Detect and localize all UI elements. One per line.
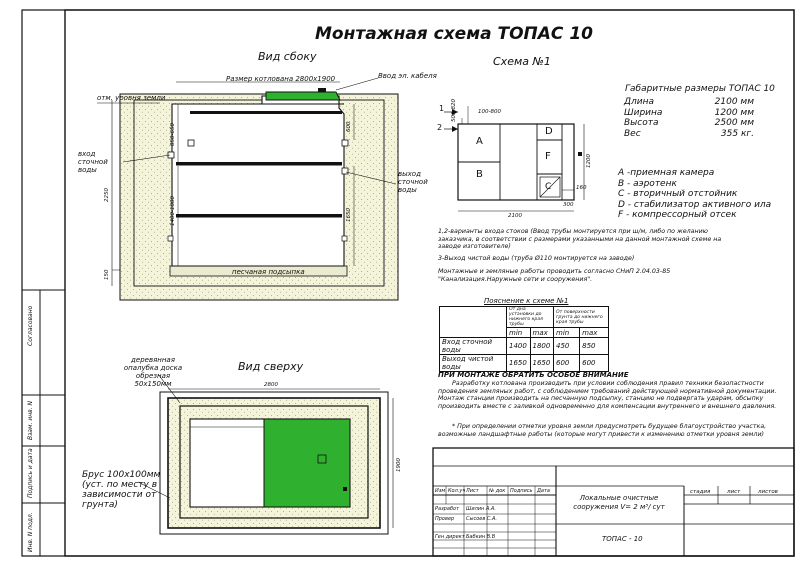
stamp-stage: стадия: [690, 489, 711, 495]
dim-600: 600: [346, 121, 352, 133]
compartment-f: F: [545, 151, 551, 162]
side-stamp-sign: Подпись и дата: [27, 448, 34, 498]
compartment-d: D: [545, 126, 553, 137]
dim-1200: 1200: [586, 154, 592, 168]
outlet-label: выход сточной воды: [398, 170, 428, 194]
warning-note: * При определении отметки уровня земли п…: [438, 423, 767, 438]
scheme-1-drawing: [444, 106, 585, 212]
cable-entry-label: Ввод эл. кабеля: [378, 72, 437, 80]
specs-heading: Габаритные размеры ТОПАС 10: [625, 84, 775, 94]
marker-2: 2: [437, 123, 443, 132]
pit-size-label: Размер котлована 2800х1900: [226, 75, 336, 83]
col-a-header: От дна установки до нижнего края трубы: [506, 306, 554, 328]
stamp-product: Локальные очистные сооружения V= 2 м³/ с…: [573, 494, 665, 511]
dim-850: 850-650: [170, 123, 176, 146]
top-view-label: Вид сверху: [238, 360, 304, 373]
compartment-a: A: [476, 136, 483, 147]
stamp-chk-name: Сысоев С.А.: [466, 516, 497, 522]
note-1: 1,2-варианты входа стоков (Ввод трубы мо…: [438, 228, 722, 251]
dim-300: 300: [563, 202, 574, 208]
stamp-dir-name: Бабкин В.В: [466, 534, 496, 540]
sand-label: песчаная подсыпка: [232, 268, 305, 276]
dim-150: 150: [104, 269, 110, 281]
title-block: [432, 447, 795, 557]
side-view-drawing: [97, 77, 399, 301]
stamp-name: ТОПАС - 10: [602, 535, 643, 543]
marker-1: 1: [439, 104, 445, 113]
side-stamp-agreed: Согласовано: [27, 305, 34, 346]
stamp-dev-name: Шилин А.А.: [466, 506, 496, 512]
dim-1650: 1650: [346, 208, 352, 222]
legend-item: А -приемная камера: [618, 168, 715, 178]
warning-paragraph: Разработку котлована производить при усл…: [438, 380, 777, 410]
side-stamp-orig: Инв. N подл.: [27, 512, 34, 552]
stamp-developed: Разработ: [435, 506, 460, 512]
formwork-label: деревянная опалубка доска обрезная 50х15…: [123, 356, 183, 388]
col-b-header: От поверхности грунта до нижнего края тр…: [553, 306, 609, 328]
legend-item: F - компрессорный отсек: [618, 210, 737, 220]
legend-item: В - аэротенк: [618, 178, 677, 189]
beam-label: Брус 100х100мм (уст. по месту в зависимо…: [82, 470, 161, 510]
ground-level-label: отм. уровня земли: [97, 94, 166, 102]
dim-2250: 2250: [104, 188, 110, 202]
dim-500: 500-820: [451, 99, 457, 122]
dim-160: 160: [576, 185, 587, 191]
dim-100: 100-800: [478, 109, 501, 115]
compartment-c: C: [545, 182, 552, 192]
legend-item: D - стабилизатор активного ила: [618, 199, 772, 210]
stamp-gen-director: Ген директ: [435, 534, 465, 540]
dim-2100: 2100: [508, 213, 522, 219]
side-stamp-inv: Взам. инв. N: [27, 401, 34, 440]
dim-1900: 1900: [396, 458, 402, 472]
side-view-label: Вид сбоку: [258, 50, 317, 63]
explanation-table: От дна установки до нижнего края трубы О…: [439, 306, 609, 372]
stamp-sheet: лист: [727, 489, 741, 495]
warning-heading: ПРИ МОНТАЖЕ ОБРАТИТЬ ОСОБОЕ ВНИМАНИЕ: [438, 371, 629, 379]
stamp-checked: Провер: [435, 516, 455, 522]
compartment-b: B: [476, 169, 483, 180]
compartment-legend: А -приемная камера В - аэротенк С - втор…: [618, 168, 771, 221]
legend-item: С - вторичный отстойник: [618, 189, 738, 199]
inner-frame: [64, 9, 795, 557]
scheme-label: Схема №1: [493, 55, 551, 68]
table-title: Пояснение к схеме №1: [484, 297, 569, 305]
stamp-headers: Изм Кол.уч Лист № док Подпись Дата: [435, 488, 550, 494]
stamp-sheets: листов: [758, 489, 778, 495]
page-title: Монтажная схема ТОПАС 10: [315, 24, 593, 44]
note-2: 3-Выход чистой воды (труба Ø110 монтируе…: [438, 255, 635, 262]
note-3: Монтажные и земляные работы проводить со…: [438, 268, 671, 283]
table-row: Вход сточной воды 1400 1800 450 850: [439, 337, 609, 355]
dim-2800: 2800: [264, 382, 278, 388]
dim-1400: 1400-1800: [170, 196, 176, 226]
top-view-drawing: [137, 373, 394, 535]
table-row: Выход чистой воды 1650 1650 600 600: [439, 354, 609, 372]
inlet-label: вход сточной воды: [78, 150, 108, 174]
